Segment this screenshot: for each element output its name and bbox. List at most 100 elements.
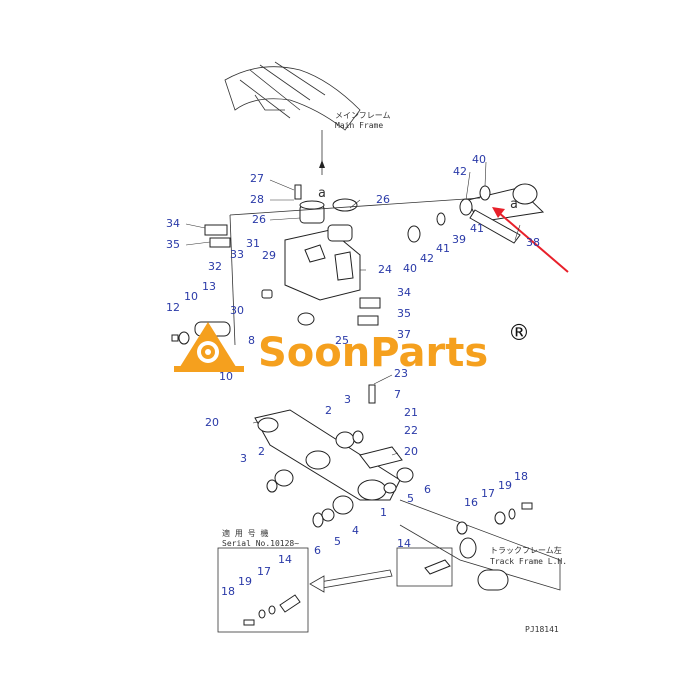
shim-part-35a: [209, 237, 231, 248]
seal-part-5b: [321, 508, 335, 522]
track-frame-jp-note: トラックフレーム左: [490, 545, 562, 555]
callout-35-right: 35: [397, 307, 411, 320]
callout-41-lower: 41: [436, 242, 450, 255]
drawing-number: PJ18141: [525, 625, 559, 634]
callout-1: 1: [380, 506, 387, 519]
main-frame-jp-note: メインフレーム: [335, 111, 391, 120]
callout-41-upper: 41: [470, 222, 484, 235]
brand-name: SoonParts: [258, 330, 488, 376]
callout-42-upper: 42: [453, 165, 467, 178]
callout-6-right: 6: [424, 483, 431, 496]
right-pin-hardware: [494, 502, 533, 525]
callout-42-lower: 42: [420, 252, 434, 265]
callout-34-left: 34: [166, 217, 180, 230]
ring-part-5a: [383, 482, 397, 494]
callout-32: 32: [208, 260, 222, 273]
pin-part-14b: [279, 594, 301, 613]
pin-14-box: [396, 547, 453, 587]
guide-line-a: [229, 197, 481, 216]
link-arm-assembly: [407, 183, 545, 244]
soonparts-watermark: SoonParts ®: [174, 321, 530, 376]
callout-8: 8: [248, 334, 255, 347]
callout-33: 33: [230, 248, 244, 261]
shim-part-35b: [357, 315, 379, 326]
gear-logo-icon: [174, 322, 244, 372]
callout-20-right: 20: [404, 445, 418, 458]
callout-10-upper: 10: [184, 290, 198, 303]
callout-34-right: 34: [397, 286, 411, 299]
section-marker-upper: a: [318, 186, 326, 201]
callout-10-lower: 10: [219, 370, 233, 383]
callout-24: 24: [378, 263, 392, 276]
serial-jp-note: 適 用 号 機: [222, 528, 268, 538]
ring-part-6b: [312, 512, 324, 528]
callout-6-left: 6: [314, 544, 321, 557]
track-frame-lh: [399, 499, 561, 591]
guide-line-b: [229, 214, 236, 346]
leader-lines: [185, 161, 521, 456]
bushing-part-4: [332, 495, 354, 515]
callout-4: 4: [352, 524, 359, 537]
cap-part-20: [359, 446, 403, 469]
seal-part-3b: [266, 479, 278, 493]
callout-16: 16: [464, 496, 478, 509]
bushing-part-25: [297, 312, 315, 326]
bolt-part-27: [294, 184, 302, 200]
main-frame-en-note: Main Frame: [335, 121, 383, 130]
callout-31: 31: [246, 237, 260, 250]
callout-30: 30: [230, 304, 244, 317]
callout-19-inset: 19: [238, 575, 252, 588]
section-arrow-icon: [319, 160, 325, 168]
callout-5-left: 5: [334, 535, 341, 548]
callout-23: 23: [394, 367, 408, 380]
callout-3-upper: 3: [344, 393, 351, 406]
washer-part-19b: [258, 609, 266, 619]
callout-26-right: 26: [376, 193, 390, 206]
callout-14-right: 14: [397, 537, 411, 550]
callout-17-right: 17: [481, 487, 495, 500]
callout-20-left: 20: [205, 416, 219, 429]
callout-26-left: 26: [252, 213, 266, 226]
callout-28: 28: [250, 193, 264, 206]
bushing-part-2a: [335, 431, 355, 449]
bushing-part-2b: [274, 469, 294, 487]
seal-part-3a: [352, 430, 364, 444]
callout-12: 12: [166, 301, 180, 314]
pointer-arrow: [497, 211, 569, 273]
callout-2-upper: 2: [325, 404, 332, 417]
pointer-arrow-icon: [492, 207, 505, 218]
equalizer-bar: [254, 409, 401, 501]
callout-40-lower: 40: [403, 262, 417, 275]
ring-part-6a: [396, 467, 414, 483]
callout-14-inset: 14: [278, 553, 292, 566]
bolt-part-23: [368, 384, 376, 404]
callout-29: 29: [262, 249, 276, 262]
callout-3-lower: 3: [240, 452, 247, 465]
registered-mark: ®: [508, 321, 530, 346]
section-marker-link: a: [510, 197, 518, 212]
center-pin-bracket: [284, 198, 361, 301]
callout-38: 38: [526, 236, 540, 249]
callout-35-left: 35: [166, 238, 180, 251]
callout-39: 39: [452, 233, 466, 246]
callout-2-lower: 2: [258, 445, 265, 458]
callout-25: 25: [335, 334, 349, 347]
callout-22: 22: [404, 424, 418, 437]
serial-en-note: Serial No.10128~: [222, 539, 299, 548]
callout-5-right: 5: [407, 492, 414, 505]
callout-17-inset: 17: [257, 565, 271, 578]
reference-arrow-icon: [309, 575, 325, 593]
shim-part-34b: [359, 297, 381, 309]
bolt-part-18b: [243, 619, 255, 626]
callout-40-upper: 40: [472, 153, 486, 166]
track-frame-en-note: Track Frame L.H.: [490, 557, 567, 566]
shim-part-34a: [204, 224, 228, 236]
washer-part-17b: [268, 605, 276, 615]
callout-18-inset: 18: [221, 585, 235, 598]
pin-part-14a: [424, 559, 451, 575]
reference-arrow-body: [319, 569, 393, 589]
callout-7: 7: [394, 388, 401, 401]
callout-37: 37: [397, 328, 411, 341]
